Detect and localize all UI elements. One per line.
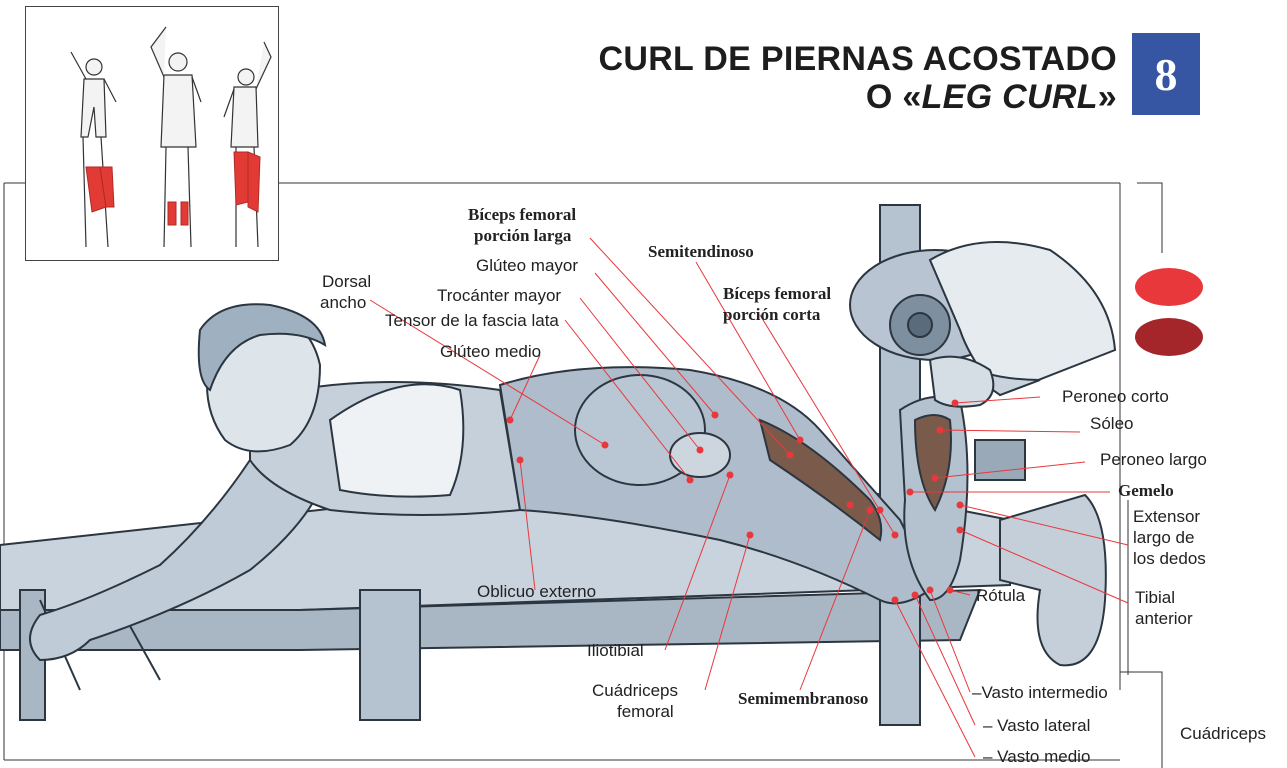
label-extensor-2: largo de [1133,528,1194,547]
label-dorsal-ancho-2: ancho [320,293,366,312]
secondary-muscle-legend-dot [1135,318,1203,356]
label-cuadriceps-femoral-2: femoral [617,702,674,721]
muscle-overview-thumbnail [25,6,279,261]
label-gemelo: Gemelo [1118,481,1174,500]
label-cuadriceps-group: Cuádriceps [1180,724,1266,743]
label-soleo: Sóleo [1090,414,1133,433]
label-semitendinoso: Semitendinoso [648,242,754,261]
label-cuadriceps-femoral-1: Cuádriceps [592,681,678,700]
label-dorsal-ancho-1: Dorsal [322,272,371,291]
label-semimembranoso: Semimembranoso [738,689,868,708]
label-biceps-porcion-corta-1: Bíceps femoral [723,284,831,303]
exercise-title: CURL DE PIERNAS ACOSTADO [599,40,1118,79]
label-vasto-lateral: – Vasto lateral [983,716,1090,735]
label-oblicuo-externo: Oblicuo externo [477,582,596,601]
label-peroneo-largo: Peroneo largo [1100,450,1207,469]
label-trocanter-mayor: Trocánter mayor [437,286,561,305]
label-vasto-intermedio: –Vasto intermedio [972,683,1108,702]
label-tensor-fascia-lata: Tensor de la fascia lata [385,311,559,330]
label-extensor-3: los dedos [1133,549,1206,568]
label-gluteo-medio: Glúteo medio [440,342,541,361]
label-extensor-1: Extensor [1133,507,1200,526]
label-biceps-porcion-corta-2: porción corta [723,305,820,324]
label-vasto-medio: – Vasto medio [983,747,1090,766]
label-gluteo-mayor: Glúteo mayor [476,256,578,275]
label-rotula: Rótula [976,586,1025,605]
label-tibial-anterior-1: Tibial [1135,588,1175,607]
label-peroneo-corto: Peroneo corto [1062,387,1169,406]
three-figures-icon [26,7,278,260]
primary-muscle-legend-dot [1135,268,1203,306]
label-biceps-porcion-larga-1: Bíceps femoral [468,205,576,224]
label-biceps-porcion-larga-2: porción larga [474,226,571,245]
exercise-subtitle: O «LEG CURL» [866,78,1117,117]
label-iliotibial: Iliotibial [587,641,644,660]
exercise-number-badge: 8 [1132,33,1200,115]
label-tibial-anterior-2: anterior [1135,609,1193,628]
